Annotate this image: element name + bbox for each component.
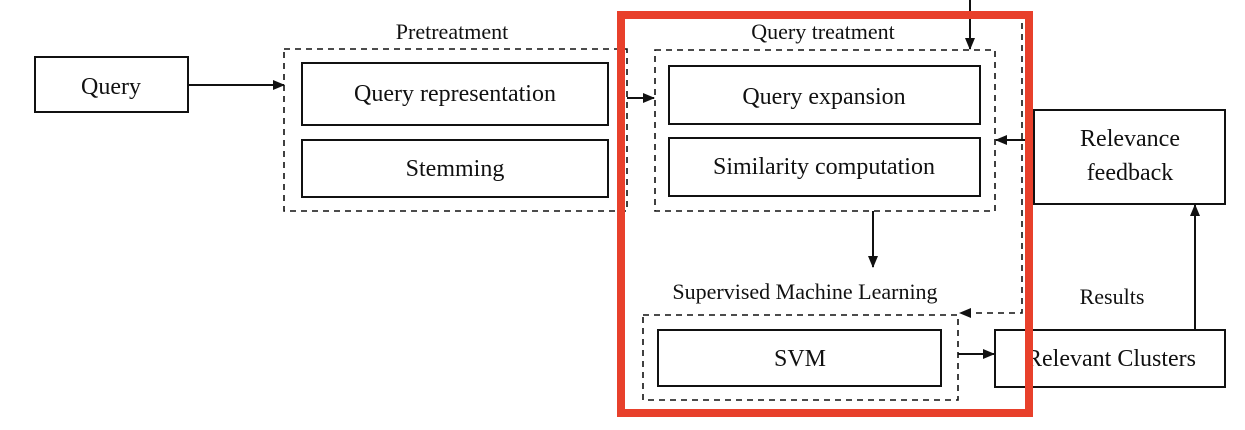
pretreatment-title: Pretreatment	[396, 19, 508, 44]
query-treatment-title: Query treatment	[751, 19, 895, 44]
query-representation-label: Query representation	[354, 81, 556, 107]
highlight-frame	[617, 11, 1033, 417]
dashed-loop-to-svm	[959, 12, 1023, 318]
stemming-label: Stemming	[406, 156, 505, 182]
supervised-ml-title: Supervised Machine Learning	[672, 279, 937, 304]
pretreatment-group	[283, 48, 628, 212]
query-expansion-label: Query expansion	[742, 84, 905, 110]
stemming-box	[301, 139, 609, 198]
svm-box	[657, 329, 942, 387]
results-label: Results	[1080, 284, 1145, 309]
relevance-feedback-label-line1: Relevance	[1080, 126, 1180, 152]
similarity-computation-box	[668, 137, 981, 197]
query-expansion-box	[668, 65, 981, 125]
query-representation-box	[301, 62, 609, 126]
supervised-ml-group	[642, 314, 959, 401]
query-label: Query	[81, 74, 141, 100]
relevance-feedback-label-line2: feedback	[1087, 160, 1174, 186]
svm-label: SVM	[774, 346, 826, 372]
relevance-feedback-box	[1033, 109, 1226, 205]
query-treatment-group	[654, 49, 996, 212]
relevant-clusters-label: Relevant Clusters	[1026, 346, 1196, 372]
relevant-clusters-box	[994, 329, 1226, 388]
query-box	[34, 56, 189, 113]
similarity-computation-label: Similarity computation	[713, 154, 935, 180]
